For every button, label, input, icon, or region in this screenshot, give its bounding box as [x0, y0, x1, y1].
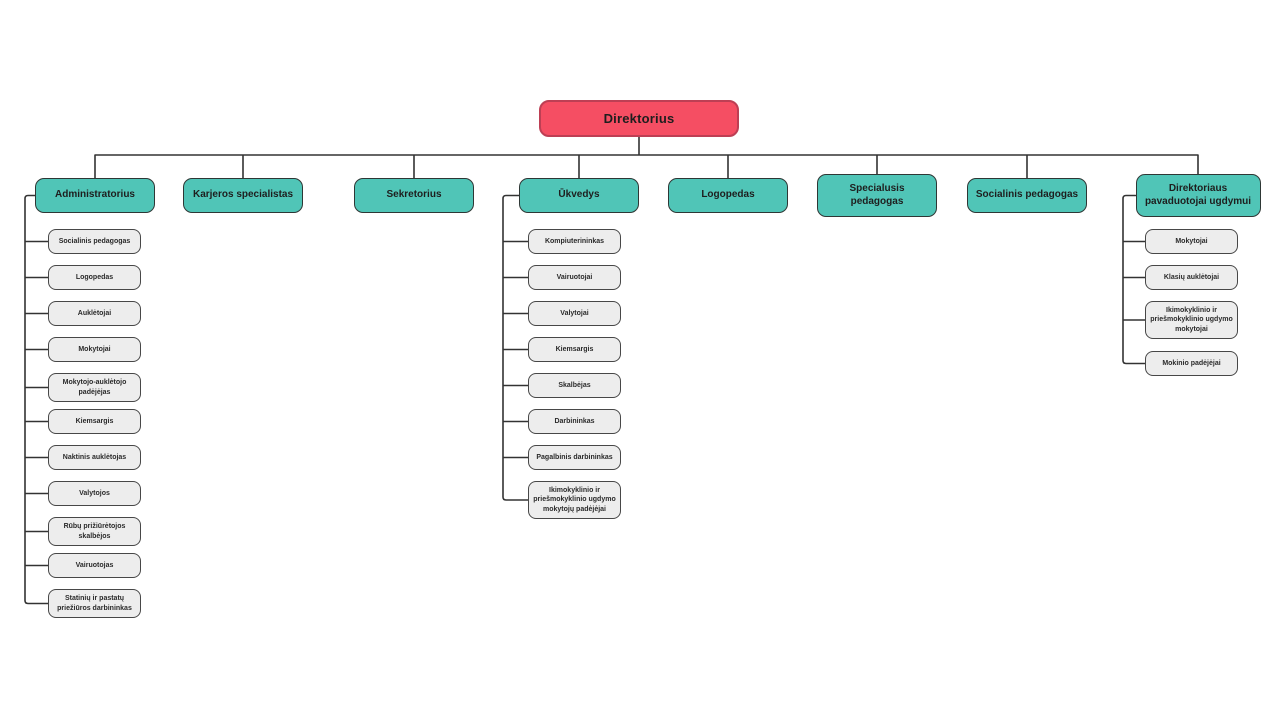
branch-node-sekretorius: Sekretorius — [354, 178, 474, 213]
leaf-node-mokytojai: Mokytojai — [1145, 229, 1238, 254]
leaf-node-skalbėjas: Skalbėjas — [528, 373, 621, 398]
branch-node-specialusis-pedagogas: Specialusis pedagogas — [817, 174, 937, 217]
leaf-node-darbininkas: Darbininkas — [528, 409, 621, 434]
leaf-node-kompiuterininkas: Kompiuterininkas — [528, 229, 621, 254]
branch-node-karjeros-specialistas: Karjeros specialistas — [183, 178, 303, 213]
leaf-node-statinių-ir-pastatų-priežiūros-darbininkas: Statinių ir pastatų priežiūros darbinink… — [48, 589, 141, 618]
connector-path — [24, 136, 1199, 605]
branch-node-ūkvedys: Ūkvedys — [519, 178, 639, 213]
leaf-node-valytojos: Valytojos — [48, 481, 141, 506]
leaf-node-ikimokyklinio-ir-priešmokyklinio-ugdymo-mokytojų-padėjėjai: Ikimokyklinio ir priešmokyklinio ugdymo … — [528, 481, 621, 519]
leaf-node-socialinis-pedagogas: Socialinis pedagogas — [48, 229, 141, 254]
leaf-node-auklėtojai: Auklėtojai — [48, 301, 141, 326]
leaf-node-klasių-auklėtojai: Klasių auklėtojai — [1145, 265, 1238, 290]
leaf-node-rūbų-prižiūrėtojos-skalbėjos: Rūbų prižiūrėtojos skalbėjos — [48, 517, 141, 546]
root-node-direktorius: Direktorius — [539, 100, 739, 137]
leaf-node-kiemsargis: Kiemsargis — [48, 409, 141, 434]
leaf-node-vairuotojas: Vairuotojas — [48, 553, 141, 578]
leaf-node-valytojai: Valytojai — [528, 301, 621, 326]
branch-node-logopedas: Logopedas — [668, 178, 788, 213]
branch-node-direktoriaus-pavaduotojai-ugdymui: Direktoriaus pavaduotojai ugdymui — [1135, 174, 1261, 217]
leaf-node-mokytojo-auklėtojo-padėjėjas: Mokytojo-auklėtojo padėjėjas — [48, 373, 141, 402]
leaf-node-mokinio-padėjėjai: Mokinio padėjėjai — [1145, 351, 1238, 376]
leaf-node-logopedas: Logopedas — [48, 265, 141, 290]
leaf-node-naktinis-auklėtojas: Naktinis auklėtojas — [48, 445, 141, 470]
leaf-node-mokytojai: Mokytojai — [48, 337, 141, 362]
branch-node-administratorius: Administratorius — [35, 178, 155, 213]
leaf-node-pagalbinis-darbininkas: Pagalbinis darbininkas — [528, 445, 621, 470]
leaf-node-vairuotojai: Vairuotojai — [528, 265, 621, 290]
leaf-node-kiemsargis: Kiemsargis — [528, 337, 621, 362]
leaf-node-ikimokyklinio-ir-priešmokyklinio-ugdymo-mokytojai: Ikimokyklinio ir priešmokyklinio ugdymo … — [1145, 301, 1238, 339]
branch-node-socialinis-pedagogas: Socialinis pedagogas — [967, 178, 1087, 213]
